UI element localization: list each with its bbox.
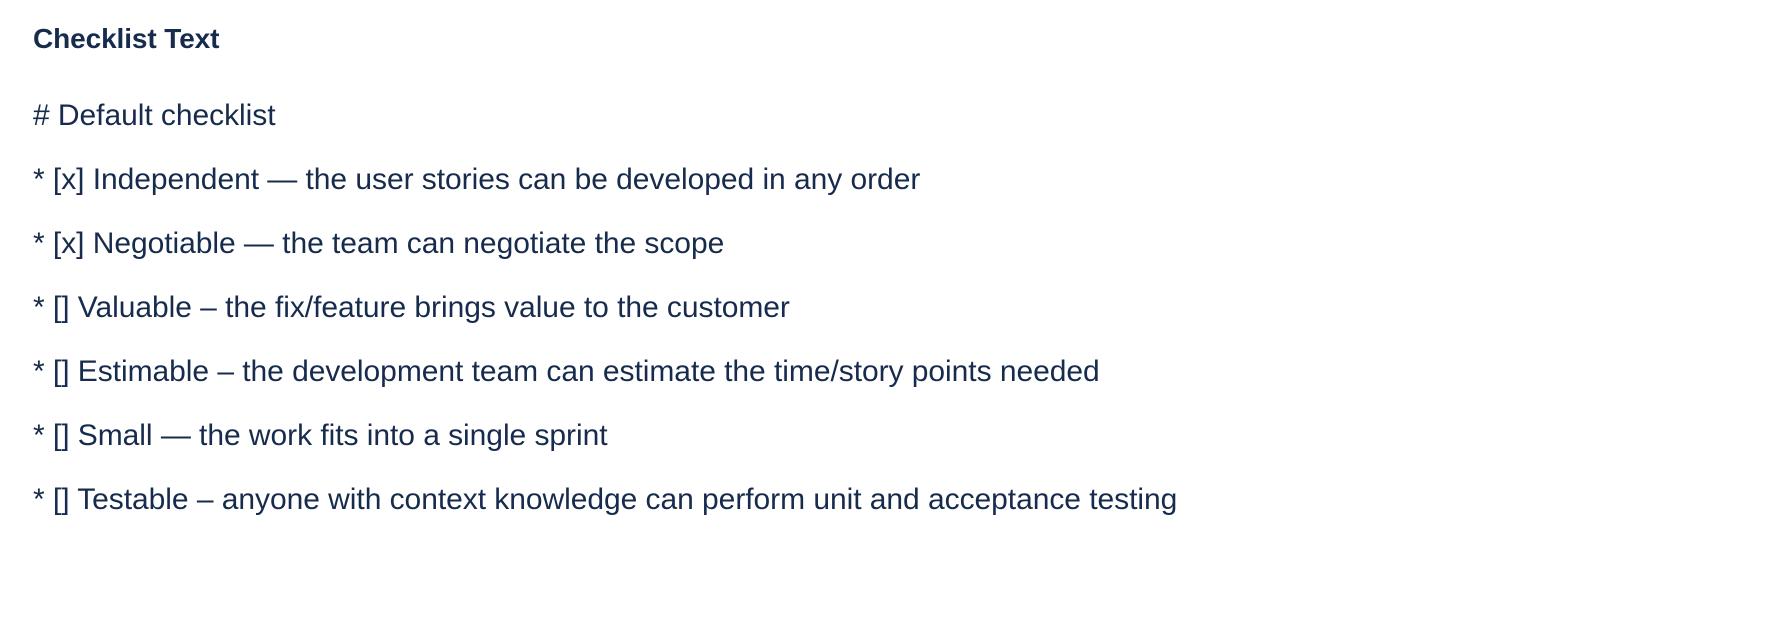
checklist-line-independent: * [x] Independent — the user stories can…: [33, 163, 921, 196]
checklist-heading-line: # Default checklist: [33, 99, 276, 132]
checklist-line-testable: * [] Testable – anyone with context know…: [33, 483, 1178, 516]
checklist-text-body: # Default checklist * [x] Independent — …: [33, 84, 1772, 532]
checklist-line-small: * [] Small — the work fits into a single…: [33, 419, 608, 452]
page-title: Checklist Text: [33, 23, 220, 54]
checklist-line-negotiable: * [x] Negotiable — the team can negotiat…: [33, 227, 725, 260]
checklist-line-valuable: * [] Valuable – the fix/feature brings v…: [33, 291, 790, 324]
checklist-line-estimable: * [] Estimable – the development team ca…: [33, 355, 1100, 388]
